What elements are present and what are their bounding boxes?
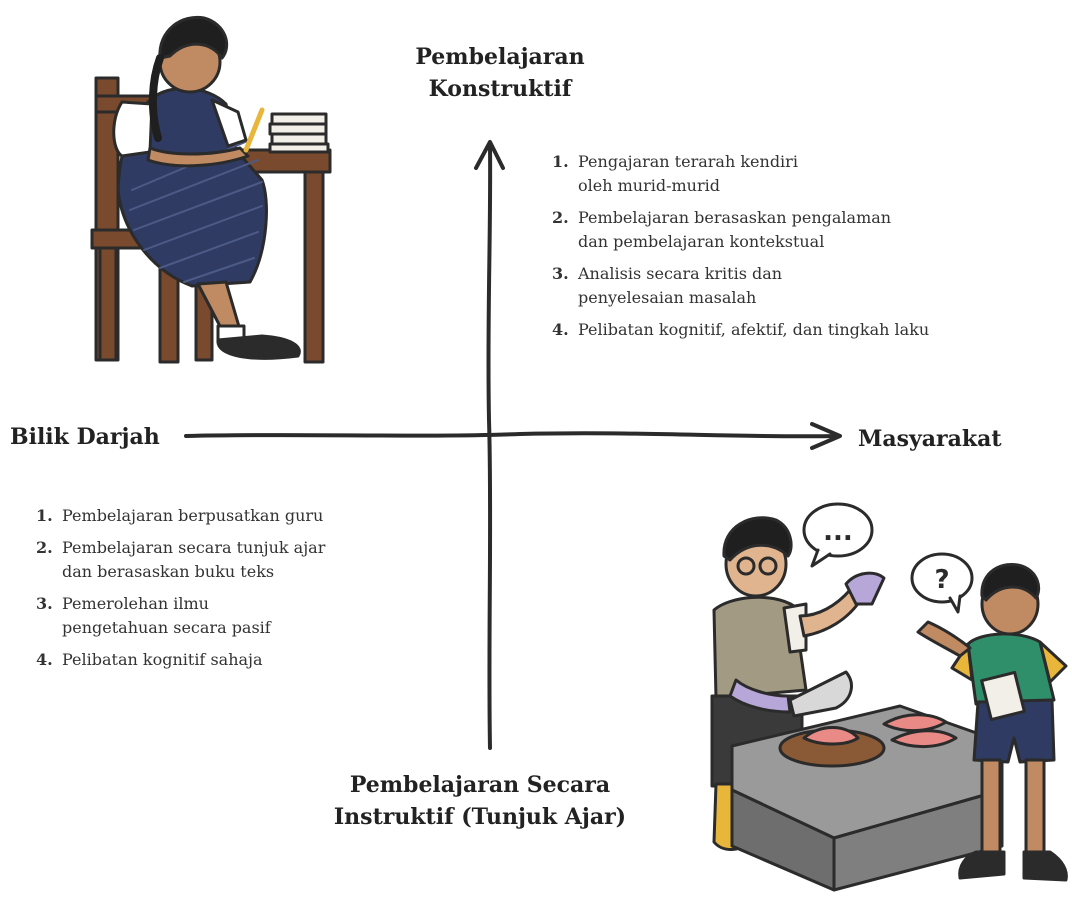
list-item-number: 4. [36,650,53,669]
horizontal-axis-arrow [184,431,840,439]
speech-bubble-fishmonger [802,502,874,558]
constructive-learning-list: 1. Pengajaran terarah kendiri oleh murid… [552,150,1062,350]
list-item-text: Pembelajaran berpusatkan guru [62,506,324,525]
list-item-number: 3. [552,264,569,283]
list-item: 4. Pelibatan kognitif sahaja [36,648,456,672]
list-item: 4. Pelibatan kognitif, afektif, dan ting… [552,318,1062,342]
ellipsis-glyph: ... [823,517,853,547]
list-item: 2. Pembelajaran berasaskan pengalaman da… [552,206,1062,254]
axis-label-right: Masyarakat [858,426,1002,452]
list-item-text: Pembelajaran berasaskan pengalaman [578,208,892,227]
list-item-text: Analisis secara kritis dan [578,264,783,283]
list-item-text: Pengajaran terarah kendiri [578,152,798,171]
list-item-text: Pelibatan kognitif, afektif, dan tingkah… [578,320,930,339]
question-mark-glyph: ? [934,565,949,595]
axis-label-bottom: Pembelajaran Secara Instruktif (Tunjuk A… [290,770,670,834]
list-item-number: 1. [552,152,569,171]
axis-label-left: Bilik Darjah [10,424,160,450]
speech-bubble-boy [910,552,974,604]
list-item: 3. Analisis secara kritis dan penyelesai… [552,262,1062,310]
axis-label-top: Pembelajaran Konstruktif [370,42,630,106]
list-item-number: 2. [552,208,569,227]
axis-label-top-line2: Konstruktif [428,75,572,102]
list-item: 1. Pembelajaran berpusatkan guru [36,504,456,528]
list-item-text: Pembelajaran secara tunjuk ajar [62,538,326,557]
list-item-text-continued: pengetahuan secara pasif [62,618,271,637]
list-item: 3. Pemerolehan ilmu pengetahuan secara p… [36,592,456,640]
axis-label-bottom-line2: Instruktif (Tunjuk Ajar) [333,803,627,830]
instructive-learning-list: 1. Pembelajaran berpusatkan guru 2. Pemb… [36,504,456,680]
list-item-text: Pemerolehan ilmu [62,594,209,613]
list-item-number: 3. [36,594,53,613]
horizontal-arrowhead [810,422,842,450]
list-item-number: 4. [552,320,569,339]
list-item-number: 1. [36,506,53,525]
vertical-axis-arrow [486,144,493,750]
list-item-text-continued: dan pembelajaran kontekstual [578,232,825,251]
list-item-number: 2. [36,538,53,557]
list-item-text-continued: dan berasaskan buku teks [62,562,275,581]
list-item-text: Pelibatan kognitif sahaja [62,650,263,669]
list-item-text-continued: penyelesaian masalah [578,288,757,307]
list-item: 2. Pembelajaran secara tunjuk ajar dan b… [36,536,456,584]
list-item-text-continued: oleh murid-murid [578,176,720,195]
axis-label-bottom-line1: Pembelajaran Secara [349,772,611,798]
axis-label-top-line1: Pembelajaran [415,44,585,70]
list-item: 1. Pengajaran terarah kendiri oleh murid… [552,150,1062,198]
vertical-arrowhead [474,140,505,170]
